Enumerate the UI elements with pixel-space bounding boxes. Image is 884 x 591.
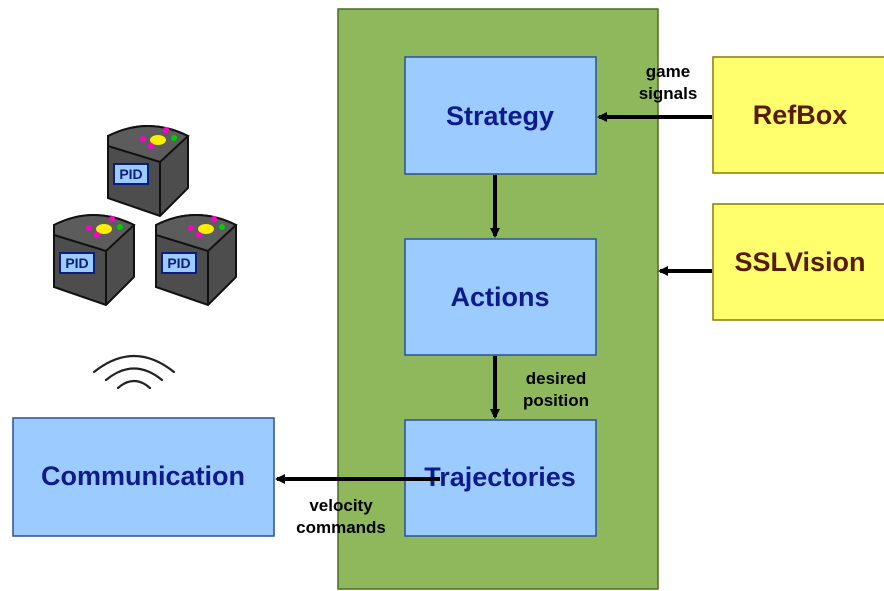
- svg-text:position: position: [523, 391, 589, 410]
- pid-label: PID: [119, 166, 142, 182]
- svg-text:desired: desired: [526, 369, 586, 388]
- svg-text:game: game: [646, 62, 690, 81]
- sslvision-source: SSLVision: [712, 203, 884, 321]
- pid-label: PID: [167, 255, 190, 271]
- pid-label: PID: [65, 255, 88, 271]
- strategy-module: Strategy: [404, 56, 597, 175]
- svg-text:velocity: velocity: [309, 496, 373, 515]
- velocity-commands-label: velocity commands: [296, 496, 386, 537]
- robot-icon: PID: [107, 125, 190, 218]
- game-signals-label: game signals: [639, 62, 698, 103]
- actions-label: Actions: [450, 282, 549, 312]
- svg-text:commands: commands: [296, 518, 386, 537]
- robot-icon: PID: [53, 214, 136, 307]
- refbox-label: RefBox: [753, 100, 848, 130]
- svg-text:signals: signals: [639, 84, 698, 103]
- actions-module: Actions: [404, 238, 597, 356]
- communication-module: Communication: [12, 417, 275, 537]
- robot-icon: PID: [155, 214, 238, 307]
- strategy-label: Strategy: [446, 101, 554, 131]
- wireless-signal-icon: [92, 354, 176, 390]
- desired-position-label: desired position: [523, 369, 589, 410]
- communication-label: Communication: [41, 461, 245, 491]
- trajectories-label: Trajectories: [424, 462, 576, 492]
- refbox-source: RefBox: [712, 56, 884, 174]
- sslvision-label: SSLVision: [734, 247, 865, 277]
